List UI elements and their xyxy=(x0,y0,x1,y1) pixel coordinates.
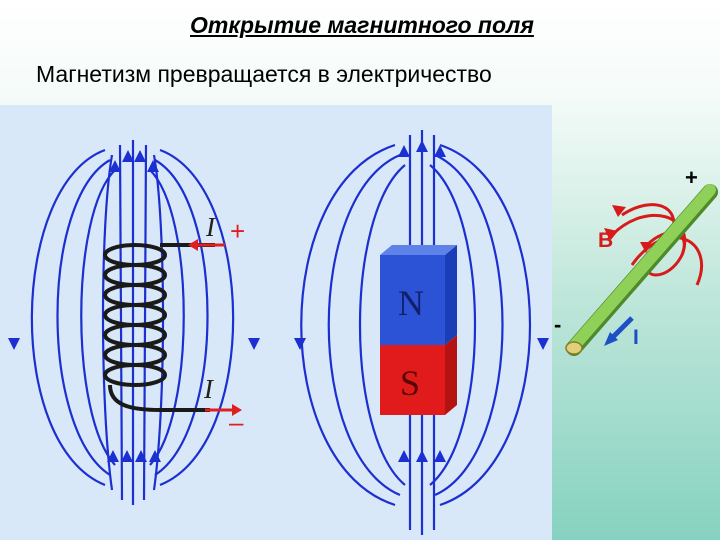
wire-field-arrowheads xyxy=(604,205,652,253)
magnet-field-arrows xyxy=(294,140,549,462)
coil-field-arrows xyxy=(8,150,260,462)
coil-current-arrows xyxy=(188,239,242,416)
wire xyxy=(565,184,718,356)
magnet-field-lines xyxy=(300,130,532,535)
field-diagram-panel: I + I – N S xyxy=(0,105,552,540)
coil-current-label-bottom: I xyxy=(204,374,213,404)
magnet-south-pole xyxy=(380,345,445,415)
coil-current-label-top: I xyxy=(206,212,215,242)
bar-magnet xyxy=(380,245,457,415)
coil-field-lines xyxy=(30,140,235,505)
field-diagram xyxy=(8,130,549,535)
coil-terminal-minus: – xyxy=(229,407,244,437)
coil xyxy=(103,243,215,412)
magnet-north-pole xyxy=(380,255,445,345)
coil-terminal-plus: + xyxy=(230,216,246,246)
magnet-south-label: S xyxy=(400,363,421,403)
wire-plus-label: + xyxy=(685,165,698,190)
wire-field-label: B xyxy=(598,229,614,252)
wire-minus-label: - xyxy=(554,312,562,337)
magnet-north-label: N xyxy=(398,283,424,323)
wire-diagram: + - B I xyxy=(552,160,720,360)
wire-current-arrow xyxy=(604,316,634,346)
slide-title: Открытие магнитного поля xyxy=(190,12,534,38)
slide-subtitle: Магнетизм превращается в электричество xyxy=(36,61,492,87)
wire-current-label: I xyxy=(633,326,639,349)
